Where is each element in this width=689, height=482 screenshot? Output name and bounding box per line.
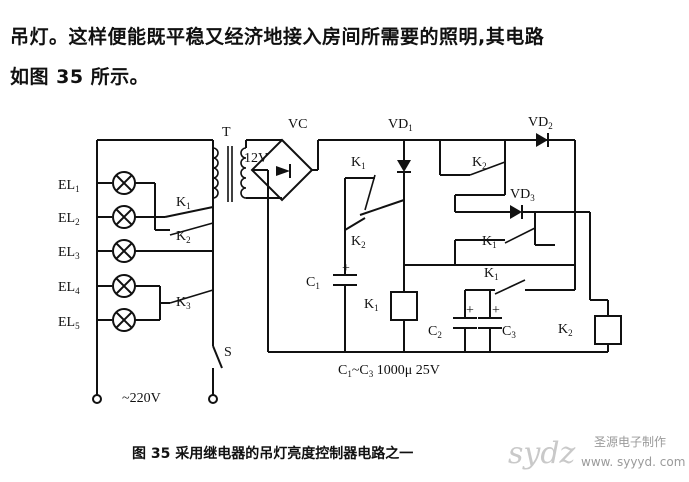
diode-vd2 bbox=[536, 133, 549, 147]
label-el5: EL5 bbox=[58, 315, 80, 331]
lamp-el5 bbox=[97, 308, 160, 332]
dc-rails bbox=[268, 139, 608, 353]
label-vd2: VD2 bbox=[528, 115, 553, 131]
label-vd3: VD3 bbox=[510, 187, 535, 203]
label-c1: C1 bbox=[306, 275, 320, 291]
label-k1-b: K1 bbox=[482, 234, 497, 250]
label-switch-s: S bbox=[224, 345, 232, 360]
lamp-el3 bbox=[97, 239, 213, 263]
lamp-group bbox=[97, 171, 213, 332]
bridge-rectifier bbox=[250, 138, 319, 352]
label-k2-a: K2 bbox=[351, 234, 366, 250]
svg-text:+: + bbox=[492, 303, 500, 318]
label-vd1: VD1 bbox=[388, 117, 413, 133]
relay-k2-coil bbox=[590, 299, 622, 352]
label-k1-a: K1 bbox=[351, 155, 366, 171]
label-k1-lamp: K1 bbox=[176, 195, 191, 211]
label-12v: 12V bbox=[244, 151, 268, 166]
transformer bbox=[212, 139, 282, 202]
lamp-el1 bbox=[97, 171, 155, 195]
label-el2: EL2 bbox=[58, 211, 80, 227]
capacitor-c3: + bbox=[478, 303, 502, 352]
label-el1: EL1 bbox=[58, 178, 80, 194]
figure-caption: 图 35 采用继电器的吊灯亮度控制器电路之一 bbox=[132, 445, 413, 462]
label-mains-220v: ~220V bbox=[122, 391, 161, 406]
lamp-el4 bbox=[97, 274, 160, 298]
watermark-url: www. syyyd. com bbox=[581, 455, 685, 469]
label-k3-lamp: K3 bbox=[176, 295, 191, 311]
diagram-labels: EL1 EL2 EL3 EL4 EL5 K1 K2 K3 T 12V VC VD… bbox=[58, 115, 573, 462]
label-k2-coil: K2 bbox=[558, 322, 573, 338]
watermark-logo: sydz bbox=[508, 436, 576, 471]
lamp-contacts bbox=[154, 183, 223, 369]
label-transformer: T bbox=[222, 125, 231, 140]
label-c3: C3 bbox=[502, 324, 516, 340]
watermark-name: 圣源电子制作 bbox=[594, 435, 666, 449]
capacitor-c2: + bbox=[453, 303, 477, 352]
svg-text:+: + bbox=[466, 303, 474, 318]
mains-bus bbox=[92, 139, 218, 404]
label-capacitor-spec: C1~C3 1000μ 25V bbox=[338, 363, 440, 379]
relay-k1-coil bbox=[390, 265, 418, 352]
label-k1-c: K1 bbox=[484, 266, 499, 282]
body-text-line-1: 吊灯。这样便能既平稳又经济地接入房间所需要的照明,其电路 bbox=[10, 26, 545, 48]
label-el3: EL3 bbox=[58, 245, 80, 261]
lamp-el2 bbox=[97, 205, 155, 229]
label-c2: C2 bbox=[428, 324, 442, 340]
label-el4: EL4 bbox=[58, 280, 80, 296]
svg-text:+: + bbox=[342, 261, 350, 276]
relay-k1-contact-a bbox=[344, 174, 405, 265]
watermark: sydz 圣源电子制作 www. syyyd. com bbox=[500, 425, 686, 473]
label-k2-b: K2 bbox=[472, 155, 487, 171]
capacitor-c1 bbox=[333, 265, 357, 352]
label-vc: VC bbox=[288, 117, 307, 132]
right-switch-network bbox=[404, 140, 591, 318]
mains-terminal-left bbox=[92, 394, 102, 404]
mains-terminal-right bbox=[208, 394, 218, 404]
diode-vd1 bbox=[397, 140, 411, 265]
body-text-line-2: 如图 35 所示。 bbox=[10, 66, 150, 88]
label-k1-coil: K1 bbox=[364, 297, 379, 313]
label-k2-lamp: K2 bbox=[176, 229, 191, 245]
